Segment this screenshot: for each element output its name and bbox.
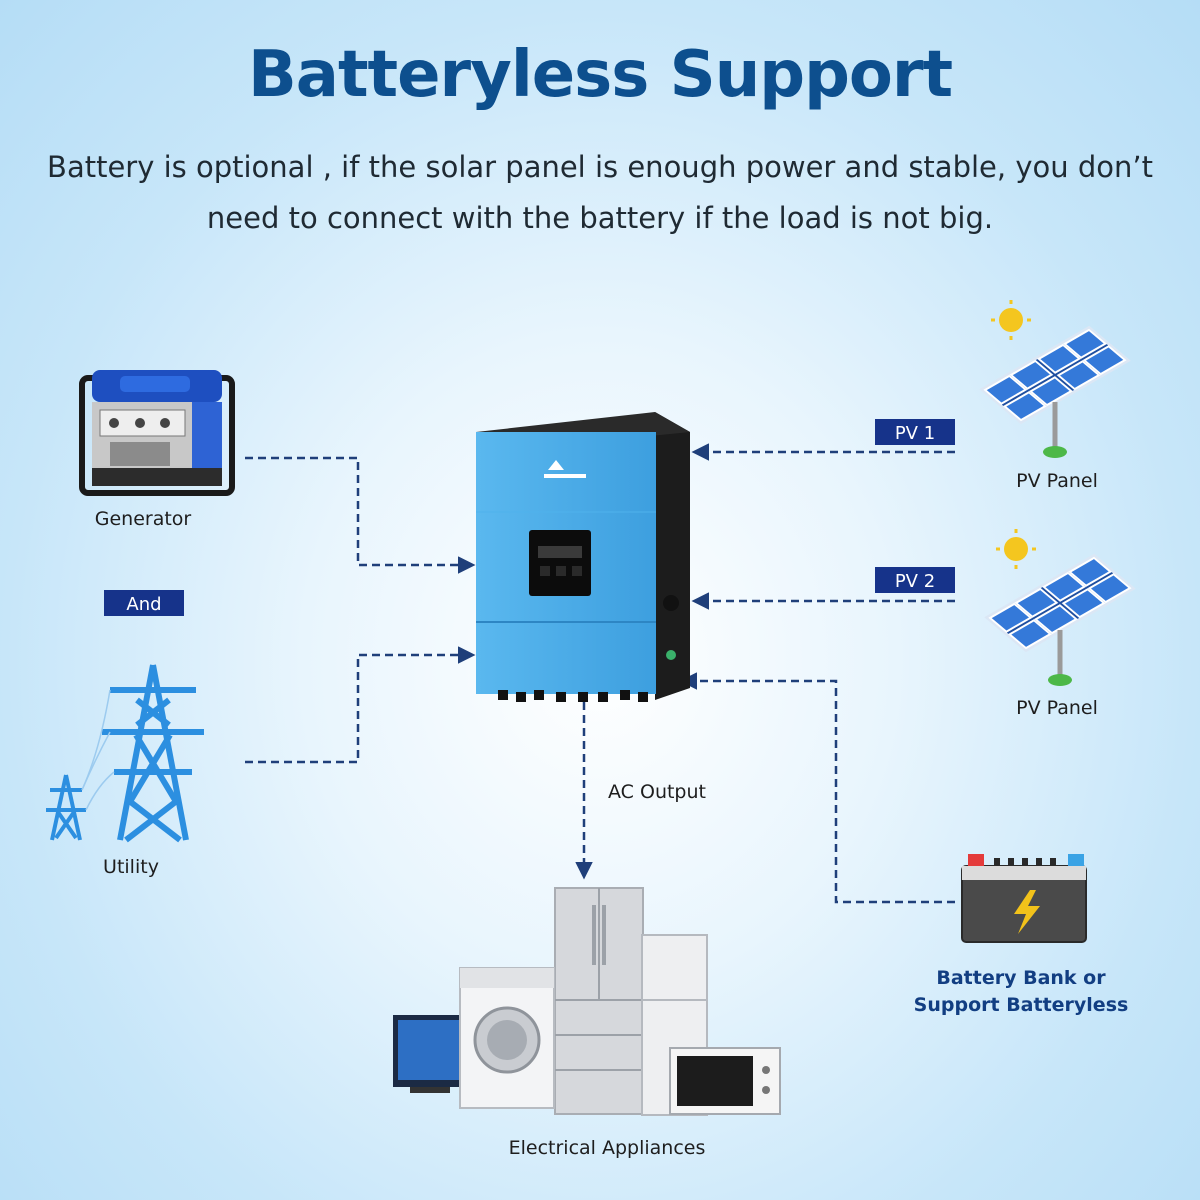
washing-machine-icon: [459, 967, 555, 1109]
hybrid-inverter[interactable]: [476, 412, 690, 702]
connectors: [245, 443, 955, 904]
page-title: Batteryless Support: [247, 38, 953, 112]
battery-connector: [679, 672, 955, 904]
pv2-tag: PV 2: [875, 567, 955, 593]
appliances-label: Electrical Appliances: [509, 1137, 706, 1159]
generator-icon: [79, 370, 235, 496]
description-line-2: need to connect with the battery if the …: [206, 201, 994, 235]
sun-icon: [991, 300, 1031, 340]
page-description: Battery is optional , if the solar panel…: [40, 142, 1160, 244]
utility-tower-icon: [102, 664, 204, 843]
pv2-tag-label: PV 2: [895, 571, 935, 592]
utility-connector: [245, 646, 476, 764]
and-tag: And: [104, 590, 184, 616]
tv-icon: [393, 1015, 468, 1093]
inverter-logo-icon: [544, 460, 586, 478]
generator-label: Generator: [95, 508, 192, 530]
generator-connector: [245, 456, 476, 574]
power-lines: [81, 689, 115, 811]
microwave-icon: [669, 1047, 781, 1115]
pv1-tag-label: PV 1: [895, 423, 935, 444]
and-tag-label: And: [126, 594, 161, 615]
pv-panel-1-label: PV Panel: [1016, 470, 1098, 492]
inverter-terminals: [498, 690, 648, 702]
inverter-display: [529, 530, 591, 596]
refrigerator-tall-icon: [554, 887, 644, 1115]
appliances-illustration: [393, 887, 781, 1116]
pv-panel-2: [984, 529, 1136, 686]
pv-panel-1: [979, 300, 1131, 458]
pv1-tag: PV 1: [875, 419, 955, 445]
ac-output-label: AC Output: [608, 781, 706, 803]
battery-label-line-2: Support Batteryless: [914, 994, 1129, 1016]
pv-panel-2-label: PV Panel: [1016, 697, 1098, 719]
utility-small-tower-icon: [46, 774, 86, 841]
utility-label: Utility: [103, 856, 159, 878]
description-line-1: Battery is optional , if the solar panel…: [47, 150, 1153, 184]
battery-label-line-1: Battery Bank or: [936, 967, 1106, 989]
battery-icon: [961, 854, 1087, 943]
sun-icon: [996, 529, 1036, 569]
